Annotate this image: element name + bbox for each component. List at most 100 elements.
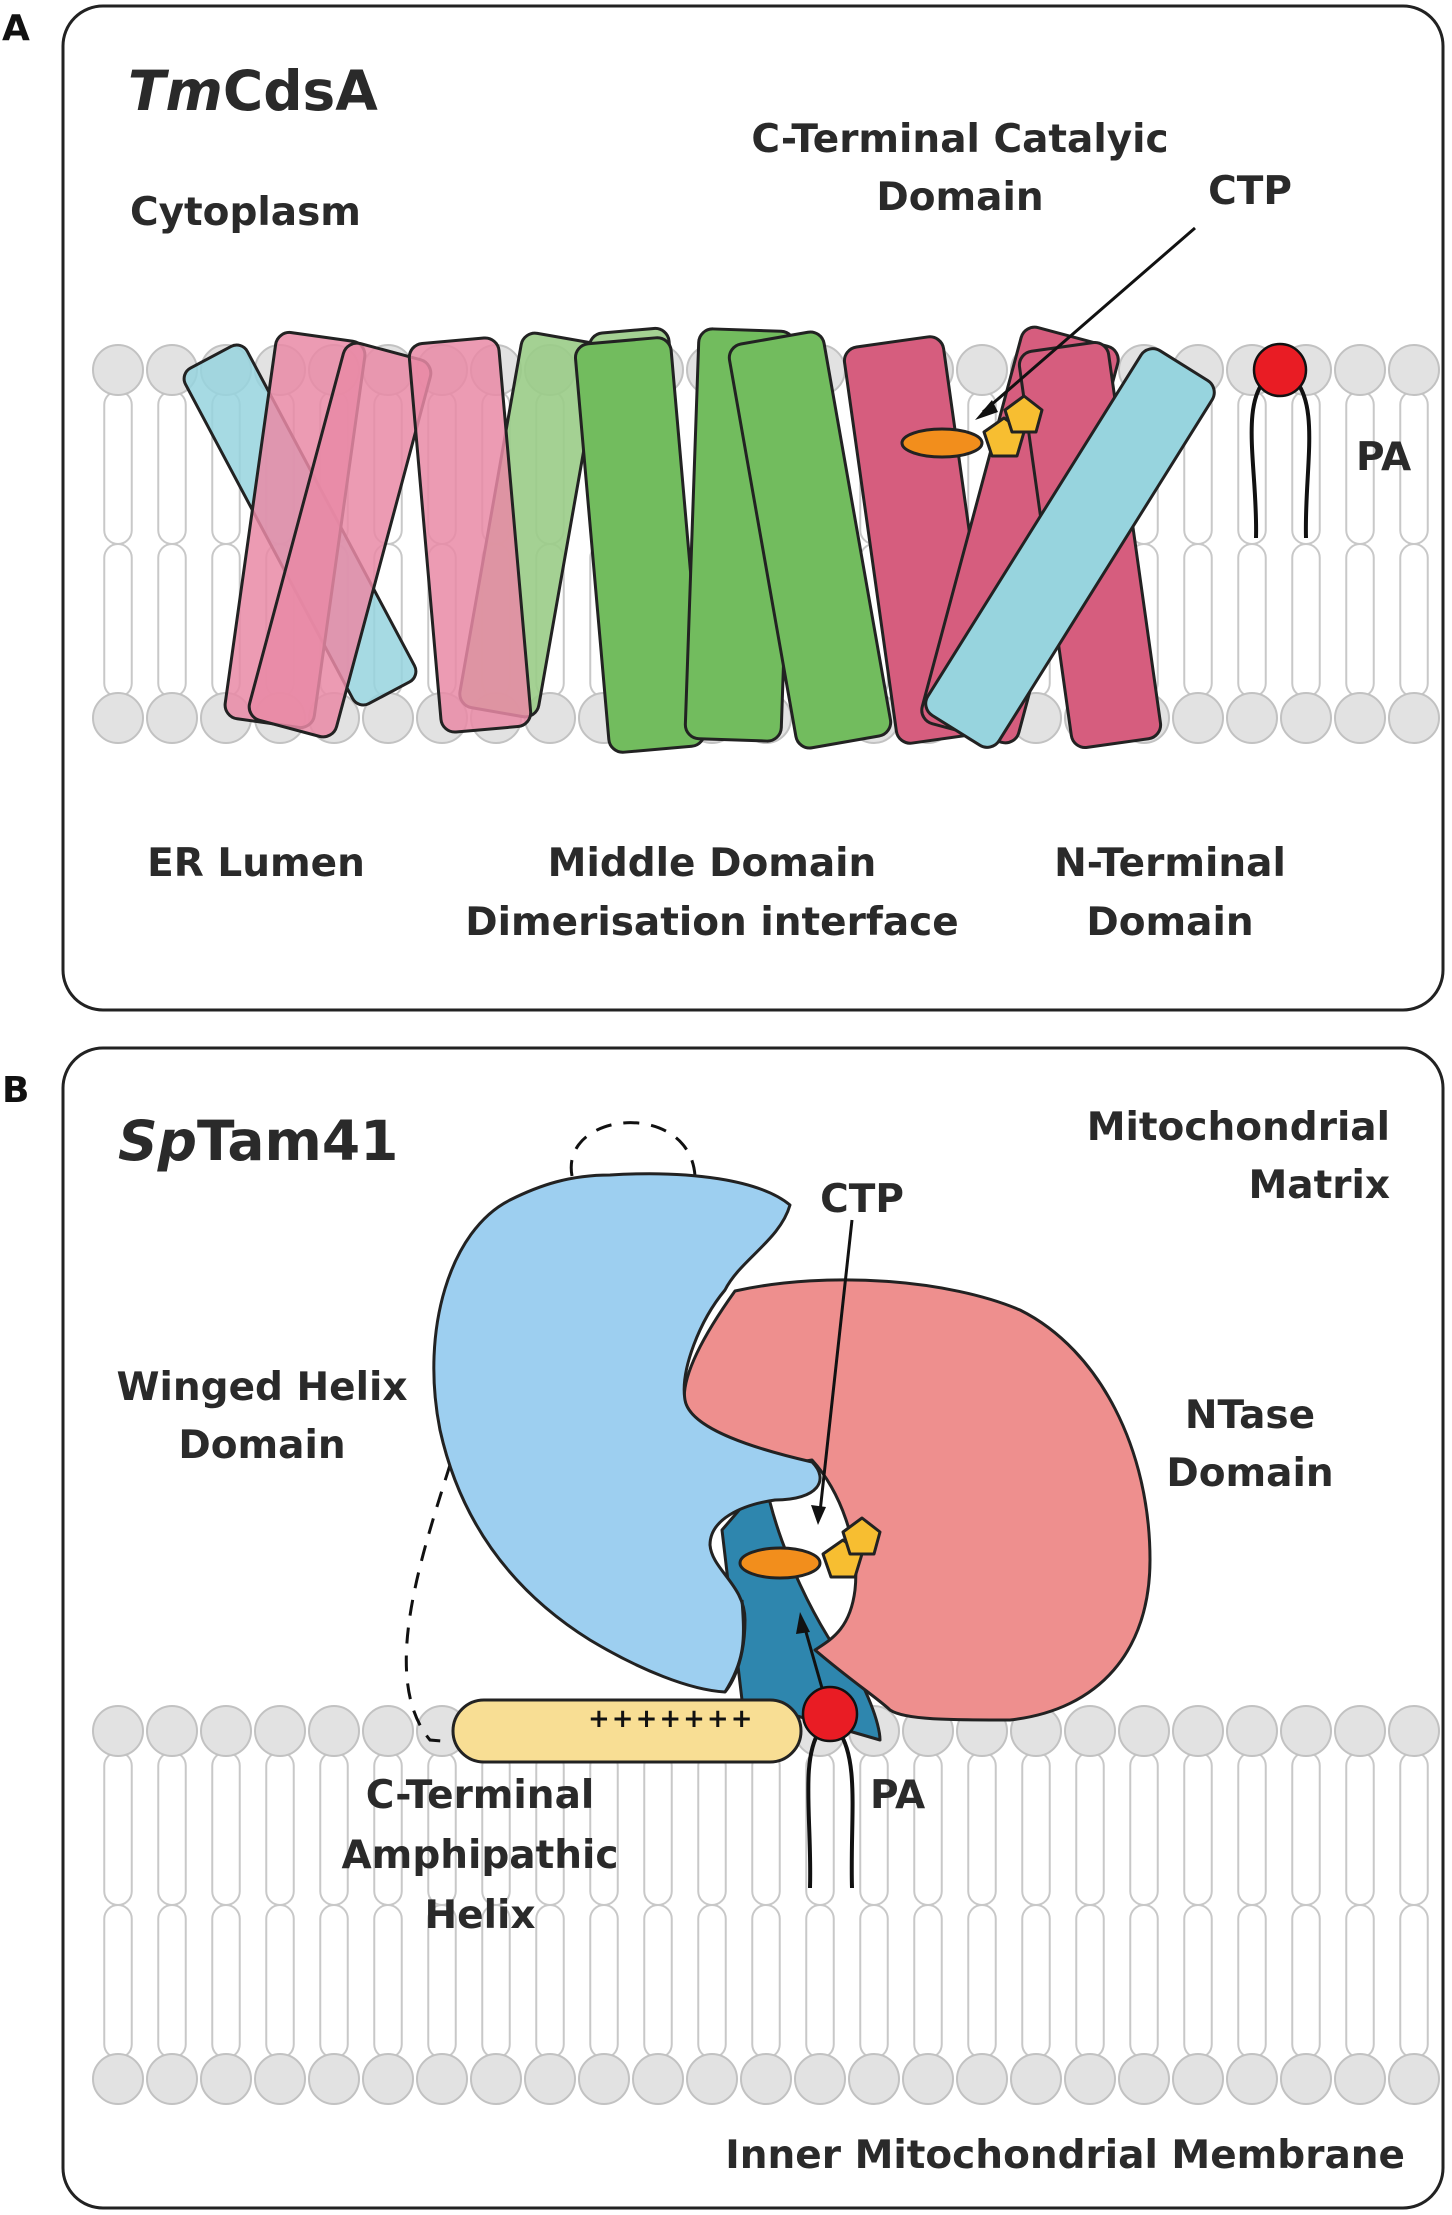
lipid-headgroup [200, 2053, 252, 2105]
lipid-headgroup [146, 1705, 198, 1757]
lipid-tail [1399, 1751, 1429, 1906]
lipid-headgroup [1334, 692, 1386, 744]
lipid-tail [1183, 1904, 1213, 2059]
lipid-headgroup [1226, 1705, 1278, 1757]
lipid-headgroup [254, 2053, 306, 2105]
label-cytoplasm: Cytoplasm [130, 190, 361, 235]
pa-headgroup-a [1252, 342, 1308, 398]
lipid-tail [1075, 1904, 1105, 2059]
pa-arrowhead-b [796, 1612, 810, 1634]
label-winged-1: Winged Helix [117, 1365, 408, 1410]
plus-signs: +++++++ [588, 1704, 755, 1734]
lipid-headgroup [1010, 2053, 1062, 2105]
lipid-tail [1021, 1751, 1051, 1906]
label-amph-1: C-Terminal [366, 1773, 595, 1818]
label-ctp-a: CTP [1208, 169, 1292, 214]
lipid-headgroup [956, 344, 1008, 396]
lipid-tail [1237, 1751, 1267, 1906]
lipid-headgroup [1280, 1705, 1332, 1757]
lipid-tail [1291, 543, 1321, 698]
lipid-tail [1237, 1904, 1267, 2059]
lipid-tail [265, 1751, 295, 1906]
lipid-tail [319, 1751, 349, 1906]
lipid-tail [1075, 1751, 1105, 1906]
label-er-lumen: ER Lumen [147, 841, 365, 886]
lipid-tail [1399, 543, 1429, 698]
lipid-headgroup [1334, 344, 1386, 396]
lipid-tail [157, 1904, 187, 2059]
lipid-headgroup [1388, 2053, 1440, 2105]
lipid-headgroup [1388, 344, 1440, 396]
lipid-tail [589, 1751, 619, 1906]
label-n-terminal-1: N-Terminal [1054, 841, 1286, 886]
lipid-headgroup [1280, 2053, 1332, 2105]
lipid-tail [697, 1751, 727, 1906]
lipid-tail [697, 1904, 727, 2059]
lipid-headgroup [92, 692, 144, 744]
lipid-headgroup [1172, 1705, 1224, 1757]
lipid-headgroup [1334, 1705, 1386, 1757]
winged-helix-domain [432, 1172, 822, 1694]
lipid-tail [157, 390, 187, 545]
lipid-tail [103, 1904, 133, 2059]
label-matrix-1: Mitochondrial [1087, 1105, 1390, 1150]
lipid-headgroup [1334, 2053, 1386, 2105]
label-c-terminal-1: C-Terminal Catalyic [751, 117, 1168, 162]
lipid-tail [373, 1904, 403, 2059]
lipid-tail [103, 390, 133, 545]
lipid-headgroup [1388, 692, 1440, 744]
label-c-terminal-2: Domain [876, 175, 1043, 220]
lipid-tail [751, 1904, 781, 2059]
pa-lipid-b [801, 1685, 859, 1889]
lipid-tail [103, 1751, 133, 1906]
lipid-tail [1021, 1904, 1051, 2059]
lipid-tail [1129, 1751, 1159, 1906]
lipid-headgroup [254, 1705, 306, 1757]
lipid-headgroup [362, 2053, 414, 2105]
panel-b-title: SpTam41 [118, 1109, 398, 1173]
label-middle-2: Dimerisation interface [465, 900, 958, 945]
lipid-headgroup [1118, 2053, 1170, 2105]
dashed-linker-helix [404, 1464, 453, 1744]
ctp-arrowhead-a [975, 400, 998, 420]
lipid-tail [913, 1904, 943, 2059]
label-ctp-b: CTP [820, 1177, 904, 1222]
lipid-headgroup [1226, 692, 1278, 744]
lipid-headgroup [848, 2053, 900, 2105]
panel-a-letter: A [2, 8, 30, 49]
lipid-tail [589, 1904, 619, 2059]
lipid-headgroup [956, 2053, 1008, 2105]
helix-pink-2 [247, 341, 433, 739]
lipid-tail [1291, 1904, 1321, 2059]
lipid-tail [319, 1904, 349, 2059]
ctp-ribose-a [900, 427, 984, 459]
ctp-ribose-b [738, 1546, 822, 1580]
lipid-headgroup [1280, 692, 1332, 744]
label-membrane: Inner Mitochondrial Membrane [725, 2133, 1405, 2178]
lipid-tail [265, 1904, 295, 2059]
lipid-tail [1345, 1751, 1375, 1906]
label-pa-b: PA [870, 1773, 925, 1818]
lipid-tail [103, 543, 133, 698]
lipid-tail [157, 1751, 187, 1906]
label-winged-2: Domain [178, 1423, 345, 1468]
tam41-protein [432, 1172, 1152, 1764]
lipid-headgroup [200, 1705, 252, 1757]
lipid-tail [211, 1904, 241, 2059]
lipid-tail [1399, 1904, 1429, 2059]
helix-cyan-nterminal [924, 347, 1216, 749]
label-pa-a: PA [1356, 435, 1411, 480]
ctp-arrow-b [818, 1219, 854, 1513]
lipid-headgroup [1064, 2053, 1116, 2105]
ctp-base-b-2 [841, 1516, 882, 1556]
lipid-headgroup [794, 2053, 846, 2105]
amphipathic-helix [451, 1698, 803, 1764]
lipid-tail [967, 1904, 997, 2059]
label-ntase-2: Domain [1166, 1451, 1333, 1496]
pa-lipid-a [1249, 342, 1312, 539]
lipid-tail [1183, 1751, 1213, 1906]
lipid-tail [211, 1751, 241, 1906]
pa-headgroup-b [801, 1685, 859, 1743]
dashed-loop-top [569, 1121, 697, 1177]
